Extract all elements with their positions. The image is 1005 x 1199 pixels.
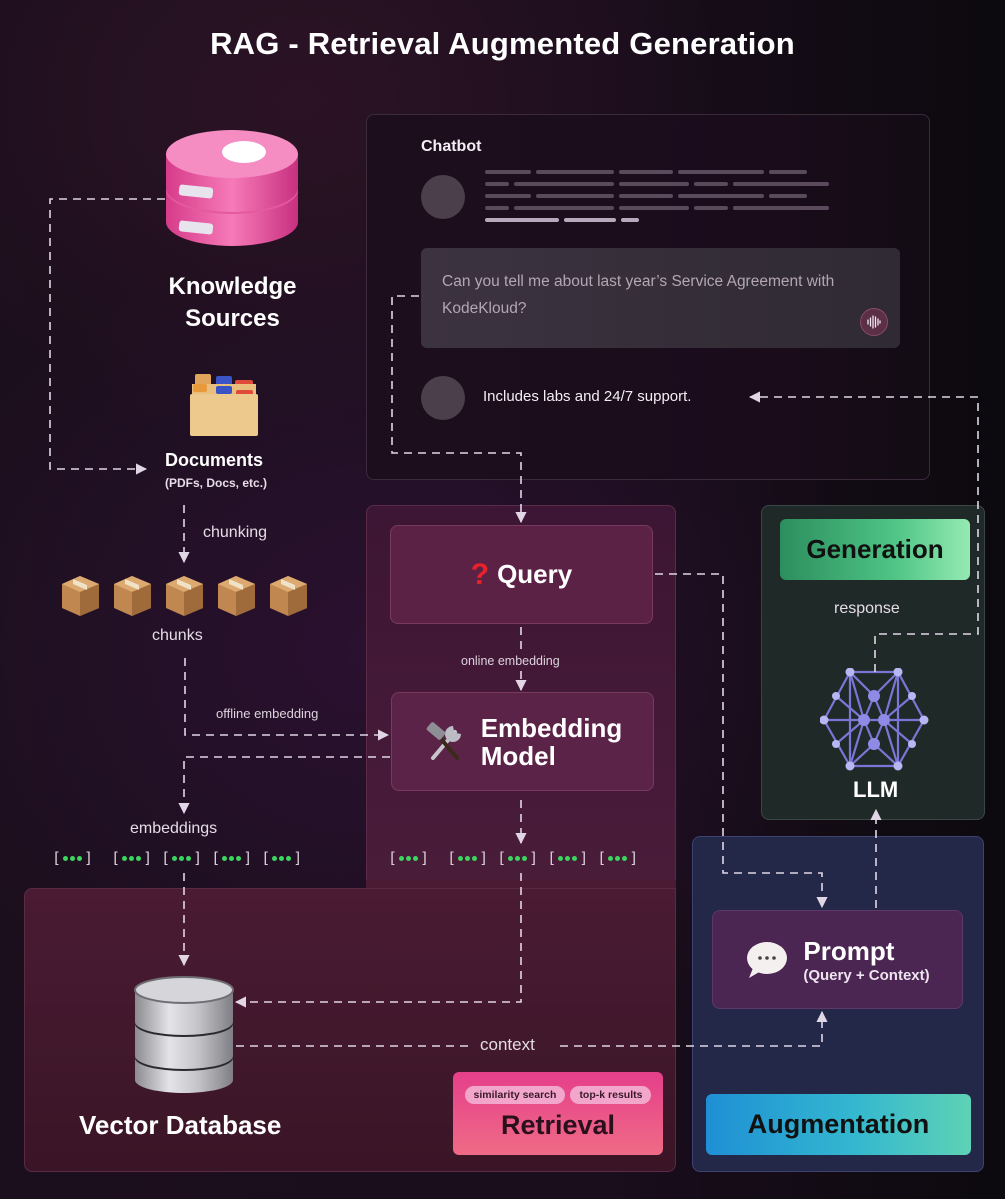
question-mark-icon: ? [470,557,490,591]
database-icon [162,128,302,255]
prompt-sublabel: (Query + Context) [803,966,930,984]
bot-reply-text: Includes labs and 24/7 support. [483,388,692,405]
chatbot-title: Chatbot [421,138,482,155]
chunks-label: chunks [152,627,203,644]
hammer-and-wrench-icon [426,721,461,760]
card-index-box-icon [189,370,259,443]
embedding-vector: [] [111,849,153,867]
waveform-icon [867,315,881,329]
documents-sublabel: (PDFs, Docs, etc.) [165,476,268,490]
embeddings-label: embeddings [130,820,218,837]
package-icon [218,576,255,616]
embedding-vector: [] [211,849,253,867]
diagram-title: RAG - Retrieval Augmented Generation [210,26,795,61]
embedding-vector: [] [547,849,589,867]
bot-avatar [421,175,465,219]
speech-bubble-icon [747,941,788,978]
chunks-row [60,574,309,618]
embedding-vector: [] [497,849,539,867]
top-k-results-pill: top-k results [570,1086,652,1104]
knowledge-line1: Knowledge [168,273,297,300]
offline-embedding-label: offline embedding [216,706,319,721]
embedding-vector: [] [161,849,203,867]
neural-network-icon [819,667,930,777]
embedding-vector: [] [388,849,430,867]
knowledge-sources-label: Knowledge Sources [130,271,335,335]
similarity-search-pill: similarity search [464,1086,566,1104]
package-icon [62,576,99,616]
embedding-vectors-offline: [] [] [] [] [] [52,849,311,867]
vector-database-label: Vector Database [79,1110,282,1140]
generation-stage-badge: Generation [780,519,970,580]
database-cylinder-icon [131,974,237,1101]
context-label: context [480,1035,535,1054]
prompt-label: Prompt [803,935,895,966]
embedding-model-line1: Embedding [480,712,623,743]
embedding-vector: [] [447,849,489,867]
embedding-model-line2: Model [480,740,556,771]
bot-avatar-reply [421,376,465,420]
chunking-label: chunking [203,524,268,541]
retrieval-label: Retrieval [500,1110,616,1140]
embedding-vectors-online: [] [] [] [] [] [388,849,647,867]
augmentation-stage-badge: Augmentation [706,1094,971,1155]
connector-to-embeddings [178,756,390,815]
package-icon [114,576,151,616]
embedding-vector: [] [261,849,303,867]
query-label: Query [497,559,573,589]
connector-offline-embedding [184,658,390,741]
package-icon [166,576,203,616]
embedding-model-node[interactable]: Embedding Model [391,692,654,791]
voice-input-button[interactable] [860,308,888,336]
online-embedding-label: online embedding [461,654,560,668]
response-label: response [834,600,900,617]
bot-message-placeholder [485,170,837,230]
package-icon [270,576,307,616]
knowledge-line2: Sources [185,305,280,332]
retrieval-stage-badge: similarity search top-k results Retrieva… [453,1072,663,1155]
documents-label: Documents [165,450,264,470]
llm-label: LLM [853,777,899,802]
embedding-vector: [] [52,849,94,867]
prompt-node[interactable]: Prompt (Query + Context) [712,910,963,1009]
embedding-vector: [] [597,849,639,867]
query-node[interactable]: ? Query [390,525,653,624]
user-query-text[interactable]: Can you tell me about last year’s Servic… [442,273,835,317]
